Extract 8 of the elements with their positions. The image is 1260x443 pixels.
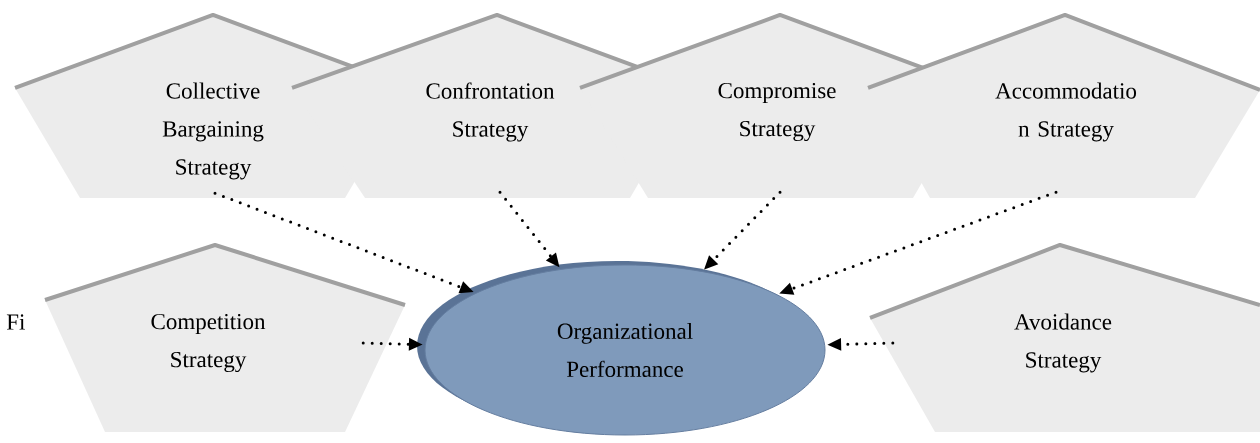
node-label: Collective Bargaining Strategy [162,82,264,180]
pentagon-box: Accommodatio n Strategy [867,13,1260,198]
node-label: Accommodatio n Strategy [995,82,1137,142]
pentagon-box: Avoidance Strategy [869,243,1260,432]
node-label: Confrontation Strategy [426,82,555,142]
node-label: Compromise Strategy [718,82,836,142]
pentagon-box: Competition Strategy [44,243,406,432]
ellipse-node: Organizational Performance [417,261,826,436]
